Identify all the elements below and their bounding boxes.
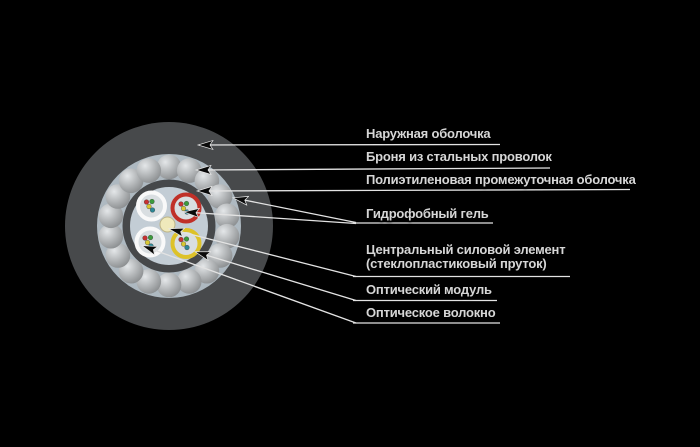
optical-fiber-dot xyxy=(142,235,148,241)
armor-wire-sphere xyxy=(136,158,162,183)
optical-fiber-dot xyxy=(183,200,190,207)
label-optical-module: Оптический модуль xyxy=(366,282,492,297)
leader-lines xyxy=(143,145,631,324)
optical-fiber-dot xyxy=(143,199,150,205)
armor-wire-sphere xyxy=(156,154,182,180)
armor-wire-sphere xyxy=(156,272,182,298)
leader-optical-fiber xyxy=(143,246,357,324)
armor-wires-ring xyxy=(98,154,240,298)
optical-fiber-dot xyxy=(184,244,190,251)
label-optical-fiber: Оптическое волокно xyxy=(366,305,496,320)
armor-wire-sphere xyxy=(176,269,202,294)
optical-fiber-dot xyxy=(148,243,154,249)
optical-fiber-dot xyxy=(178,236,184,243)
leader-intermediate-sheath xyxy=(198,190,631,192)
leader-optical-module xyxy=(196,252,357,302)
optical-fiber-dot xyxy=(178,201,184,207)
optical-fiber-dot xyxy=(180,241,187,247)
armor-wire-sphere xyxy=(98,223,124,249)
label-central-strength-element-line1: Центральный силовой элемент xyxy=(366,242,566,257)
leader-gel-armor xyxy=(234,198,357,224)
optical-fiber-dot xyxy=(147,234,154,241)
leader-armor-wires xyxy=(197,168,551,170)
optical-tube-top-left xyxy=(136,190,167,222)
optical-fiber-dot xyxy=(183,236,190,242)
optical-fiber-dot xyxy=(180,205,187,212)
armor-wire-sphere xyxy=(105,243,131,268)
label-central-strength-element-line2: (стеклопластиковый пруток) xyxy=(366,255,547,271)
label-gel: Гидрофобный гель xyxy=(366,206,489,221)
label-outer-sheath: Наружная оболочка xyxy=(366,126,491,141)
label-armor-wires: Броня из стальных проволок xyxy=(366,149,552,164)
armor-wire-sphere xyxy=(214,203,240,229)
optical-fiber-dot xyxy=(149,207,156,213)
leader-outer-sheath xyxy=(199,145,501,146)
optical-fiber-dot xyxy=(144,239,151,246)
armor-wire-sphere xyxy=(98,203,124,229)
label-intermediate-sheath: Полиэтиленовая промежуточная оболочка xyxy=(366,172,636,187)
leader-gel-core xyxy=(185,212,357,225)
leader-central-element xyxy=(170,229,357,278)
label-central-strength-element: Центральный силовой элемент (стеклопласт… xyxy=(366,242,566,271)
optical-fiber-dot xyxy=(146,203,152,210)
optical-fiber-dot xyxy=(149,198,155,205)
